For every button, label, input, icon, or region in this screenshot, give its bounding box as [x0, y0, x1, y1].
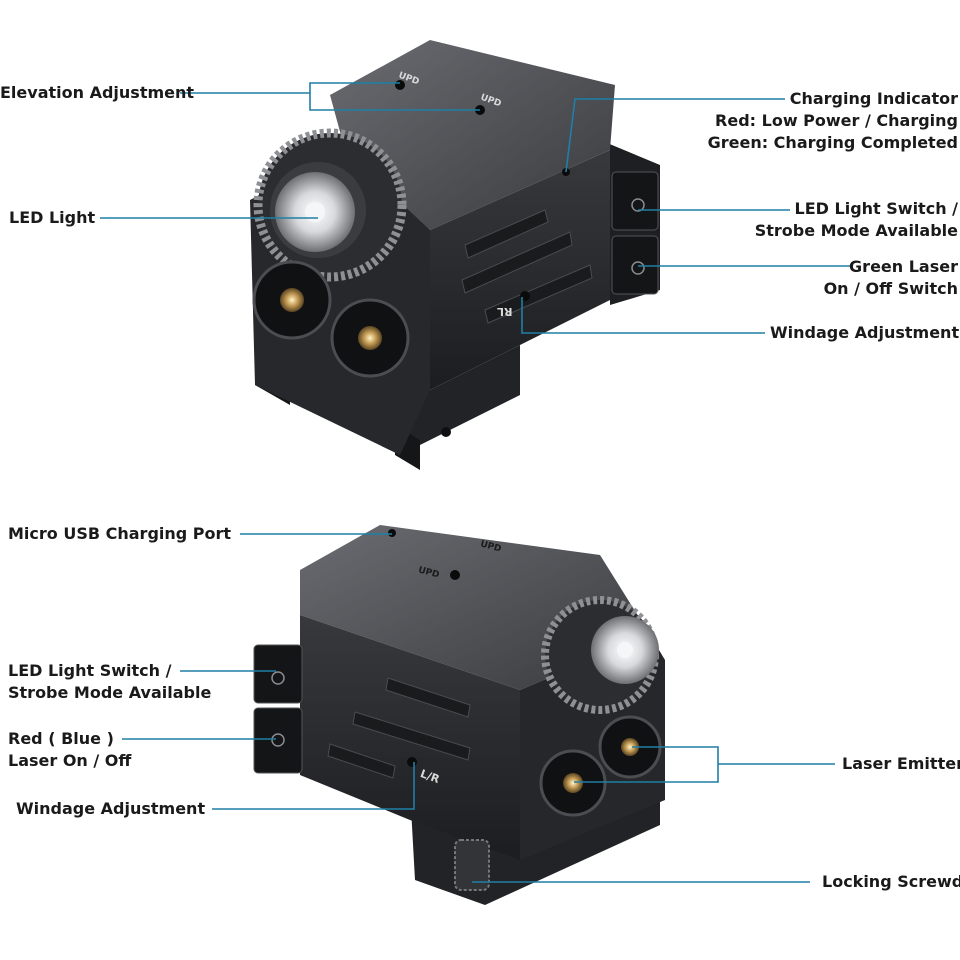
- usb-port-label: Micro USB Charging Port: [8, 524, 232, 543]
- green-laser-switch-line2: On / Off Switch: [823, 279, 958, 298]
- red-laser-switch-line2: Laser On / Off: [8, 751, 132, 770]
- charging-indicator-title: Charging Indicator: [789, 89, 958, 108]
- green-laser-switch-label: Green Laser On / Off Switch: [824, 256, 958, 300]
- charging-indicator-label: Charging Indicator Red: Low Power / Char…: [708, 88, 958, 154]
- red-laser-switch-label: Red ( Blue ) Laser On / Off: [8, 728, 131, 772]
- top-windage-label: Windage Adjustment: [770, 323, 960, 342]
- laser-emitter-label: Laser Emitter: [842, 754, 960, 773]
- top-windage-mark: RL: [497, 305, 513, 318]
- bottom-laser-switch: [253, 707, 303, 774]
- bottom-light-switch-label: LED Light Switch / Strobe Mode Available: [8, 660, 211, 704]
- locking-screw-label: Locking Screwd: [822, 872, 960, 891]
- bottom-elevation-knob: [450, 570, 460, 580]
- top-light-switch: [611, 171, 659, 231]
- charging-indicator-red: Red: Low Power / Charging: [715, 111, 958, 130]
- charging-indicator-green: Green: Charging Completed: [707, 133, 958, 152]
- top-device: [250, 40, 660, 470]
- bottom-light-switch-line1: LED Light Switch /: [8, 661, 172, 680]
- bottom-locking-screw: [454, 839, 490, 891]
- bottom-device: [253, 525, 665, 905]
- bottom-windage-knob: [407, 757, 417, 767]
- top-green-laser-switch: [611, 235, 659, 295]
- bottom-windage-label: Windage Adjustment: [16, 799, 206, 818]
- elevation-adjustment-label: Elevation Adjustment: [0, 83, 195, 102]
- bottom-light-switch: [253, 644, 303, 704]
- bottom-light-switch-line2: Strobe Mode Available: [8, 683, 212, 702]
- top-light-switch-line1: LED Light Switch /: [794, 199, 958, 218]
- top-light-switch-line2: Strobe Mode Available: [754, 221, 958, 240]
- green-laser-switch-line1: Green Laser: [849, 257, 958, 276]
- bottom-usb-port: [388, 529, 396, 537]
- leader-lines: [100, 82, 850, 883]
- led-light-label: LED Light: [9, 208, 96, 227]
- red-laser-switch-line1: Red ( Blue ): [8, 729, 114, 748]
- top-light-switch-label: LED Light Switch / Strobe Mode Available: [755, 198, 958, 242]
